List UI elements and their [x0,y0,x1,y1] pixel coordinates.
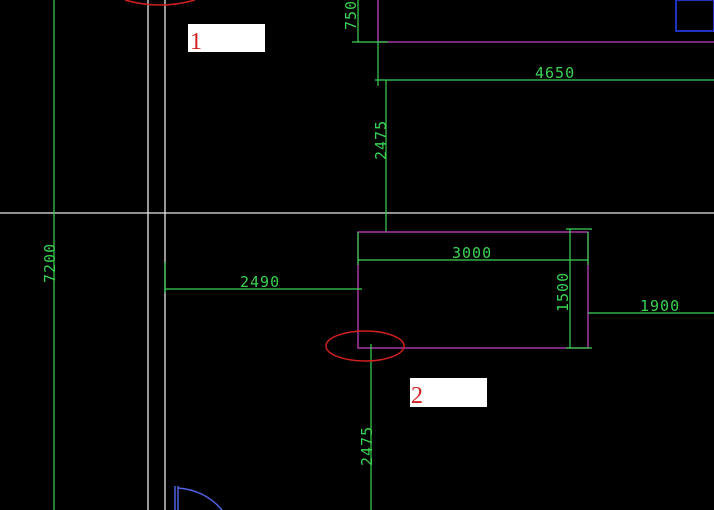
upper-room-outline [377,0,714,43]
dimension-2475-bottom-text: 2475 [358,426,376,466]
dimension-4650-text: 4650 [535,64,575,82]
label-1: 1 [190,29,202,55]
blue-fixture-outline [675,0,714,32]
fixture-rectangle [357,231,589,349]
marker-ellipse-top [124,0,196,6]
dimension-2490 [164,262,362,293]
dimension-1500-text: 1500 [554,272,572,312]
dimension-2490-text: 2490 [240,273,280,291]
dimension-1500 [566,228,592,349]
dimension-3000-text: 3000 [452,244,492,262]
dimension-4650 [375,42,714,86]
label-2: 2 [411,383,423,409]
dimension-2475-top-text: 2475 [372,120,390,160]
dimension-750 [352,0,388,43]
label-2-box [410,378,487,407]
dimension-750-text: 750 [342,0,360,30]
marker-ellipse-2 [325,330,405,362]
label-1-box [188,24,265,52]
dimension-7200-text: 7200 [41,243,59,283]
dimension-1900-text: 1900 [640,297,680,315]
door-swing [174,486,223,510]
dimension-3000 [357,232,589,265]
